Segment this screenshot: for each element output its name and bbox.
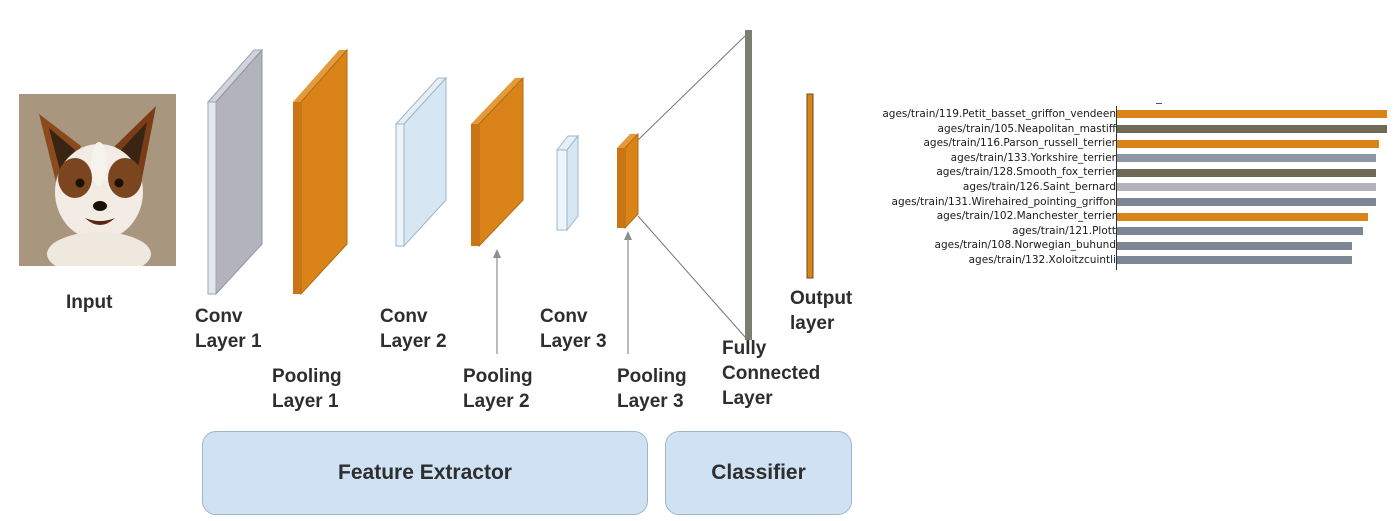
bar-label: ages/train/126.Saint_bernard: [962, 181, 1116, 193]
output-layer-bar: [806, 93, 814, 279]
bar: [1117, 168, 1377, 177]
input-label: Input: [66, 292, 113, 313]
bar-label: ages/train/131.Wirehaired_pointing_griff…: [891, 195, 1116, 208]
fully-connected-layer-bar: [745, 30, 752, 340]
pooling-layer-2-block: [471, 76, 524, 248]
bar: [1117, 154, 1377, 163]
classifier-label: Classifier: [711, 461, 806, 484]
pooling-3-arrow: [624, 231, 632, 354]
bar: [1117, 241, 1352, 250]
conv-layer-3-block: [555, 134, 580, 232]
input-image: [19, 94, 176, 276]
bar-label: ages/train/102.Manchester_terrier: [936, 210, 1116, 223]
bar: [1117, 139, 1379, 148]
feature-extractor-box: Feature Extractor: [202, 431, 648, 515]
bar-label: ages/train/108.Norwegian_buhund: [934, 239, 1116, 252]
prediction-chart: ages/train/119.Petit_basset_griffon_vend…: [820, 100, 1392, 272]
conv-layer-2-block: [394, 76, 448, 248]
bar-label: ages/train/105.Neapolitan_mastiff: [937, 122, 1116, 135]
bar-label: ages/train/119.Petit_basset_griffon_vend…: [882, 108, 1116, 120]
conv-layer-1-block: [206, 48, 264, 296]
feature-extractor-label: Feature Extractor: [338, 461, 512, 484]
bar-label: ages/train/116.Parson_russell_terrier: [923, 137, 1116, 150]
y-axis-line: [1116, 106, 1117, 270]
pooling-layer-3-block: [617, 132, 639, 230]
y-axis-tick-top: [1156, 103, 1162, 104]
bar: [1117, 212, 1369, 221]
bar: [1117, 227, 1363, 236]
pooling-2-arrow: [493, 249, 501, 354]
chart-bars: [1117, 108, 1387, 270]
pooling-layer-1-block: [293, 48, 348, 296]
bar: [1117, 197, 1377, 206]
fc-connection-lines: [637, 35, 746, 338]
bar: [1117, 124, 1387, 133]
dog-image: [19, 94, 176, 276]
chart-labels: ages/train/119.Petit_basset_griffon_vend…: [820, 108, 1116, 270]
bar: [1117, 256, 1352, 265]
bar-label: ages/train/133.Yorkshire_terrier: [950, 151, 1116, 164]
classifier-box: Classifier: [665, 431, 852, 515]
bar-label: ages/train/128.Smooth_fox_terrier: [936, 166, 1116, 179]
bar-label: ages/train/132.Xoloitzcuintli: [968, 254, 1116, 266]
bar: [1117, 183, 1377, 192]
bar-label: ages/train/121.Plott: [1012, 224, 1116, 237]
bar: [1117, 110, 1387, 119]
